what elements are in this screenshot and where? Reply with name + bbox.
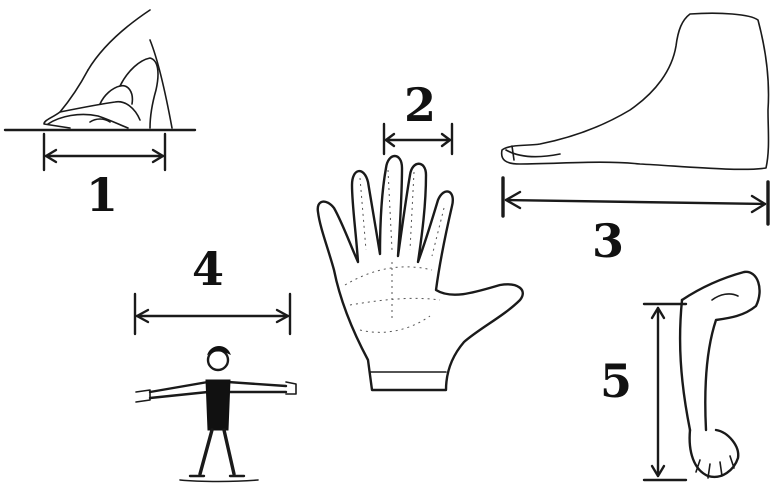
figure-label-4: 4 <box>192 246 224 292</box>
measure-bar-1 <box>44 134 165 170</box>
hand-pressed-on-line-icon <box>5 10 195 130</box>
figure-label-5: 5 <box>600 358 632 404</box>
figure-label-3: 3 <box>592 218 624 264</box>
measure-bar-3 <box>503 178 768 224</box>
person-arms-outstretched-icon <box>136 347 296 482</box>
open-hand-icon <box>318 156 523 390</box>
foot-icon <box>502 13 769 169</box>
figure-label-1: 1 <box>86 172 118 218</box>
figure-label-2: 2 <box>404 82 436 128</box>
measure-bar-4 <box>135 294 290 334</box>
forearm-icon <box>680 272 760 478</box>
